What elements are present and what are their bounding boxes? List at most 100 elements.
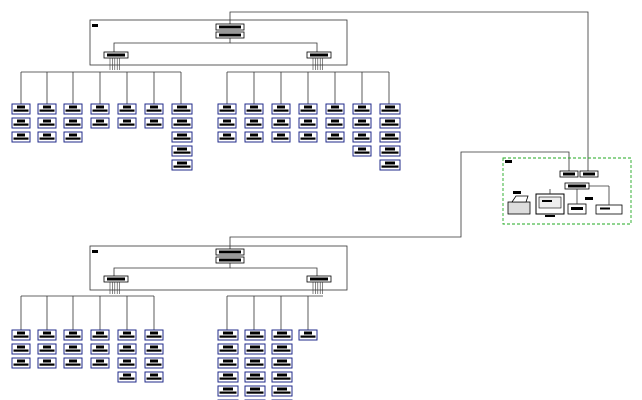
switch-ports bbox=[568, 184, 586, 188]
device-frame bbox=[244, 357, 266, 369]
device-frame bbox=[217, 131, 237, 143]
workstation-node bbox=[11, 103, 31, 115]
station-switch-aggregate bbox=[564, 182, 590, 190]
device-label-bar bbox=[119, 349, 135, 352]
workstation-node bbox=[379, 145, 401, 157]
device-screen bbox=[96, 119, 104, 123]
device-frame bbox=[271, 103, 291, 115]
device-label-bar bbox=[173, 151, 191, 154]
device-frame bbox=[244, 329, 266, 341]
device-label-bar bbox=[381, 165, 399, 168]
device-frame bbox=[90, 329, 110, 341]
device-frame bbox=[117, 329, 137, 341]
device-label-bar bbox=[13, 109, 29, 112]
device-frame bbox=[244, 371, 266, 383]
device-frame bbox=[63, 329, 83, 341]
workstation-node bbox=[117, 357, 137, 369]
device-screen bbox=[123, 105, 131, 109]
device-label-bar bbox=[39, 137, 55, 140]
device-label-bar bbox=[354, 109, 370, 112]
device-frame bbox=[11, 343, 31, 355]
workstation-node bbox=[117, 329, 137, 341]
device-frame bbox=[11, 329, 31, 341]
device-screen bbox=[223, 133, 231, 137]
device-label-bar bbox=[92, 109, 108, 112]
device-frame bbox=[217, 343, 239, 355]
device-frame bbox=[271, 371, 293, 383]
device-screen bbox=[150, 105, 158, 109]
workstation-node bbox=[90, 329, 110, 341]
workstation-node bbox=[63, 357, 83, 369]
device-screen bbox=[69, 133, 77, 137]
device-label-bar bbox=[173, 165, 191, 168]
workstation-node bbox=[325, 131, 345, 143]
server-label bbox=[585, 197, 593, 200]
device-label-bar bbox=[13, 363, 29, 366]
workstation-node bbox=[144, 117, 164, 129]
device-screen bbox=[277, 345, 287, 349]
device-label-bar bbox=[92, 363, 108, 366]
device-frame bbox=[144, 117, 164, 129]
workstation-node bbox=[352, 103, 372, 115]
device-screen bbox=[331, 133, 339, 137]
device-label-bar bbox=[246, 363, 264, 366]
device-frame bbox=[298, 117, 318, 129]
workstation-node bbox=[244, 385, 266, 397]
workstation-node bbox=[90, 103, 110, 115]
device-frame bbox=[352, 117, 372, 129]
switch-ports bbox=[310, 53, 328, 57]
device-label-bar bbox=[300, 137, 316, 140]
device-label-bar bbox=[65, 349, 81, 352]
device-frame bbox=[352, 131, 372, 143]
workstation-node bbox=[217, 103, 237, 115]
workstation-node bbox=[217, 343, 239, 355]
device-frame bbox=[90, 343, 110, 355]
device-screen bbox=[150, 373, 158, 377]
device-frame bbox=[352, 145, 372, 157]
device-frame bbox=[11, 357, 31, 369]
device-frame bbox=[63, 343, 83, 355]
device-frame bbox=[37, 343, 57, 355]
workstation-node bbox=[271, 385, 293, 397]
device-screen bbox=[150, 331, 158, 335]
device-frame bbox=[117, 117, 137, 129]
device-screen bbox=[96, 345, 104, 349]
device-label-bar bbox=[146, 109, 162, 112]
workstation-node bbox=[298, 117, 318, 129]
workstation-node bbox=[379, 103, 401, 115]
workstation-node bbox=[171, 103, 193, 115]
device-frame bbox=[11, 117, 31, 129]
cluster-bottom bbox=[11, 245, 348, 400]
device-label-bar bbox=[219, 391, 237, 394]
device-frame bbox=[271, 357, 293, 369]
device-label-bar bbox=[13, 335, 29, 338]
device-label-bar bbox=[246, 335, 264, 338]
backbone-link-top bbox=[229, 11, 589, 171]
device-frame bbox=[11, 131, 31, 143]
device-screen bbox=[69, 359, 77, 363]
station-switch-a bbox=[559, 170, 579, 178]
device-label-bar bbox=[39, 363, 55, 366]
core-switch bbox=[215, 248, 245, 256]
device-label-bar bbox=[173, 123, 191, 126]
cluster-frame bbox=[89, 245, 348, 291]
device-label-bar bbox=[273, 137, 289, 140]
device-screen bbox=[304, 133, 312, 137]
device-screen bbox=[250, 359, 260, 363]
workstation-node bbox=[298, 131, 318, 143]
device-screen bbox=[277, 387, 287, 391]
switch-ports bbox=[107, 53, 125, 57]
device-label-bar bbox=[381, 109, 399, 112]
device-screen bbox=[250, 345, 260, 349]
workstation-node bbox=[217, 371, 239, 383]
device-label-bar bbox=[119, 377, 135, 380]
device-screen bbox=[17, 331, 25, 335]
device-label-bar bbox=[65, 109, 81, 112]
cluster-tag-icon bbox=[92, 24, 98, 27]
device-frame bbox=[63, 117, 83, 129]
device-label-bar bbox=[246, 123, 262, 126]
device-frame bbox=[217, 385, 239, 397]
device-screen bbox=[43, 105, 51, 109]
workstation-node bbox=[144, 343, 164, 355]
workstation-node bbox=[217, 329, 239, 341]
